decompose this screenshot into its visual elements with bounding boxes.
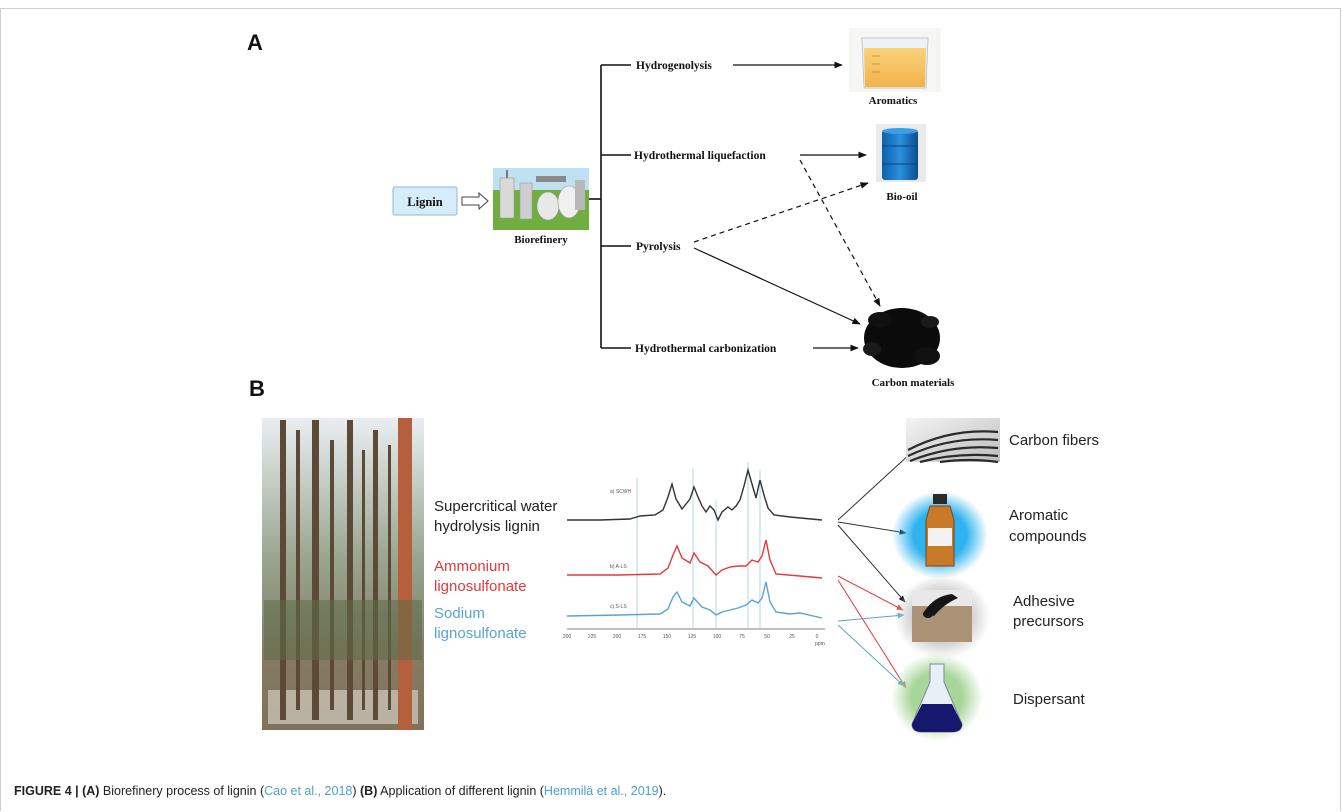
- axis-tick: 225: [588, 634, 597, 640]
- lignin-als-line1: Ammonium: [434, 558, 510, 575]
- process-pyrolysis: Pyrolysis: [636, 241, 681, 253]
- spectrum-trace-als: [567, 539, 823, 579]
- lignin-scwh-line2: hydrolysis lignin: [434, 518, 540, 535]
- caption-part-b-label: (B): [360, 784, 378, 798]
- product-carbon-materials: Carbon materials: [872, 377, 956, 389]
- application-labels: Carbon fibers Aromatic compounds Adhesiv…: [1009, 432, 1099, 708]
- caption-part-a-label: (A): [82, 784, 100, 798]
- caption-end: ).: [658, 784, 667, 798]
- figure-frame: [0, 8, 1341, 811]
- app-dispersant: Dispersant: [1013, 691, 1086, 708]
- product-aromatics: Aromatics: [869, 95, 918, 107]
- panel-b: B Supercritical water hydrolysis lignin: [249, 376, 1099, 741]
- carbon-materials-image: [863, 308, 940, 368]
- caption-part-a-text: Biorefinery process of lignin (: [99, 784, 265, 798]
- biorefinery-label: Biorefinery: [514, 234, 568, 246]
- spectrum-trace-scwh: [567, 467, 823, 522]
- application-arrows: [837, 451, 913, 689]
- panel-a-arrows: [693, 61, 881, 352]
- aromatics-beaker-image: [849, 28, 941, 92]
- axis-tick: 0: [816, 634, 819, 640]
- nmr-spectra: a) SCWH b) A-LS c) S-LS 200 225 200 175 …: [563, 462, 825, 647]
- figure-4: A Lignin Biorefinery: [247, 28, 1099, 741]
- app-carbon-fibers: Carbon fibers: [1009, 432, 1099, 449]
- caption-separator: ): [352, 784, 361, 798]
- axis-tick: 100: [713, 634, 722, 640]
- spectrum-trace-sls: [566, 581, 823, 619]
- trace-label-sls: c) S-LS: [610, 604, 627, 610]
- axis-tick: 200: [613, 634, 622, 640]
- aromatic-compounds-bottle-icon: [892, 491, 988, 579]
- axis-tick: 125: [688, 634, 697, 640]
- panel-a-letter: A: [247, 30, 263, 55]
- process-hydrogenolysis: Hydrogenolysis: [636, 60, 712, 72]
- app-adhesive-line1: Adhesive: [1013, 593, 1075, 610]
- axis-unit: ppm: [815, 641, 825, 647]
- hollow-arrow: [461, 191, 489, 211]
- axis-tick: 200: [563, 634, 572, 640]
- process-hydrothermal-liquefaction: Hydrothermal liquefaction: [634, 150, 766, 162]
- lignin-sls-line1: Sodium: [434, 605, 485, 622]
- trace-label-als: b) A-LS: [610, 564, 627, 570]
- adhesive-precursors-icon: [894, 575, 990, 659]
- product-bio-oil: Bio-oil: [886, 191, 917, 203]
- axis-tick: 25: [789, 634, 795, 640]
- caption-cite-hemmila[interactable]: Hemmilä et al., 2019: [543, 784, 659, 798]
- lignin-label: Lignin: [407, 195, 442, 209]
- caption-cite-cao[interactable]: Cao et al., 2018: [264, 784, 353, 798]
- axis-tick: 175: [638, 634, 647, 640]
- lignin-labels: Supercritical water hydrolysis lignin Am…: [434, 498, 557, 642]
- app-adhesive-line2: precursors: [1013, 613, 1084, 630]
- process-hydrothermal-carbonization: Hydrothermal carbonization: [635, 343, 777, 355]
- caption-part-b-text: Application of different lignin (: [377, 784, 544, 798]
- forest-photo: [262, 418, 424, 730]
- dispersant-flask-icon: [891, 653, 983, 741]
- panel-a: A Lignin Biorefinery: [247, 28, 955, 389]
- app-aromatic-line2: compounds: [1009, 528, 1087, 545]
- app-aromatic-line1: Aromatic: [1009, 507, 1069, 524]
- caption-figure-label: FIGURE 4 |: [14, 784, 83, 798]
- biorefinery-image: [493, 168, 589, 230]
- lignin-als-line2: lignosulfonate: [434, 578, 527, 595]
- carbon-fibers-icon: [906, 418, 1000, 464]
- figure-caption: FIGURE 4 | (A) Biorefinery process of li…: [14, 784, 1324, 798]
- axis-tick: 75: [739, 634, 745, 640]
- axis-tick: 50: [764, 634, 770, 640]
- axis-tick: 150: [663, 634, 672, 640]
- bio-oil-drum-image: [876, 124, 926, 182]
- lignin-sls-line2: lignosulfonate: [434, 625, 527, 642]
- lignin-box: Lignin: [392, 186, 458, 216]
- process-bracket: [589, 64, 631, 349]
- panel-b-letter: B: [249, 376, 265, 401]
- trace-label-scwh: a) SCWH: [610, 489, 632, 495]
- lignin-scwh-line1: Supercritical water: [434, 498, 557, 515]
